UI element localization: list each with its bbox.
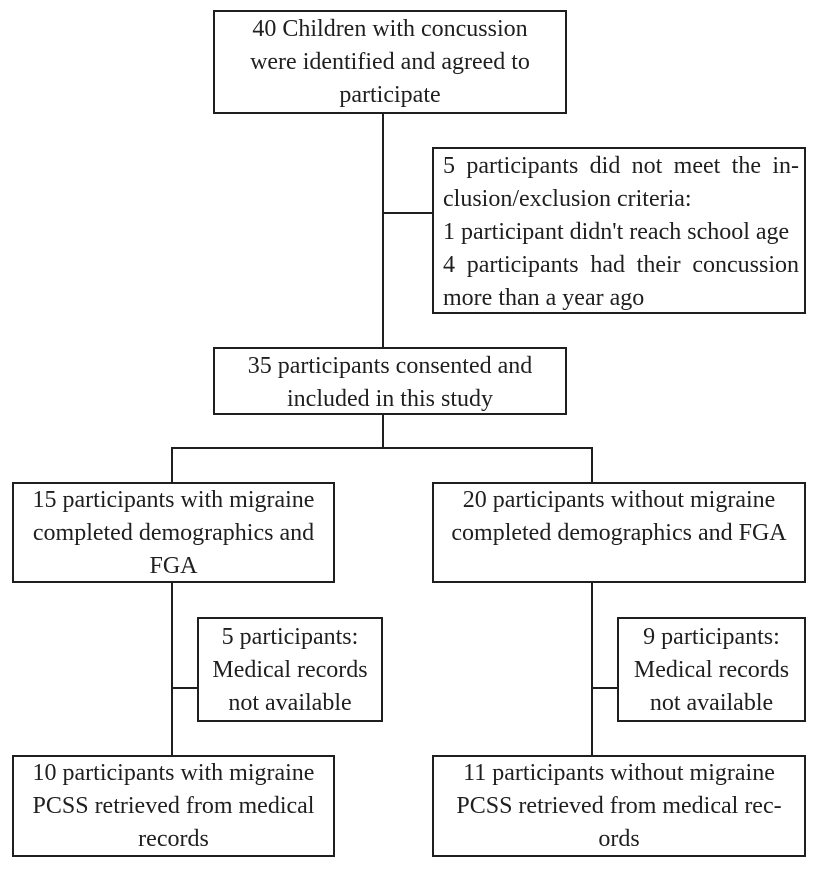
box-line: 20 participants without migraine: [462, 487, 776, 513]
box-line: Medical records: [633, 657, 790, 683]
box-line: 1 participant didn't reach school age: [443, 219, 790, 245]
box-line: completed demographics and FGA: [451, 520, 787, 546]
box-line: PCSS retrieved from medical: [32, 793, 315, 819]
box-line: completed demographics and: [32, 520, 315, 546]
box-line: included in this study: [287, 386, 493, 412]
box-line: were identified and agreed to: [250, 49, 530, 75]
connector-consented-split: [171, 414, 593, 483]
box-line: 11 participants without migraine: [463, 760, 775, 786]
box-line: 10 participants with migraine: [32, 760, 315, 786]
box-line: 5 participants did not meet the in-: [443, 153, 799, 179]
flow-box-migraine-pcss: 10 participants with migraine PCSS retri…: [12, 755, 335, 857]
box-line: 15 participants with migraine: [32, 487, 315, 513]
flow-box-consented: 35 participants consented and included i…: [213, 347, 567, 415]
box-line: not available: [228, 690, 352, 716]
box-line: 9 participants:: [643, 624, 780, 650]
box-line: Medical records: [212, 657, 368, 683]
box-line: 5 participants:: [221, 624, 359, 650]
box-line: not available: [649, 690, 774, 716]
flow-box-no-migraine-fga: 20 participants without migraine complet…: [432, 482, 806, 583]
connector-no-migraine-trunk: [591, 582, 618, 756]
box-line: FGA: [149, 553, 198, 579]
box-line: records: [138, 826, 209, 852]
flow-box-identified: 40 Children with concussion were identif…: [213, 10, 567, 114]
flow-box-no-migraine-pcss: 11 participants without migraine PCSS re…: [432, 755, 806, 857]
box-line: PCSS retrieved from medical rec-: [456, 793, 782, 819]
flow-box-migraine-records-missing: 5 participants: Medical records not avai…: [197, 617, 383, 722]
flow-box-excluded: 5 participants did not meet the in- clus…: [432, 147, 806, 314]
box-line: 40 Children with concussion: [252, 16, 528, 42]
connector-migraine-trunk: [171, 582, 198, 756]
box-line: more than a year ago: [443, 285, 645, 311]
box-line: participate: [339, 82, 441, 108]
box-line: 35 participants consented and: [247, 353, 533, 379]
box-line: clusion/exclusion criteria:: [443, 186, 692, 212]
flow-box-no-migraine-records-missing: 9 participants: Medical records not avai…: [617, 617, 806, 722]
box-line: 4 participants had their concussion: [443, 252, 799, 278]
box-line: ords: [598, 826, 640, 852]
flow-box-migraine-fga: 15 participants with migraine completed …: [12, 482, 335, 583]
